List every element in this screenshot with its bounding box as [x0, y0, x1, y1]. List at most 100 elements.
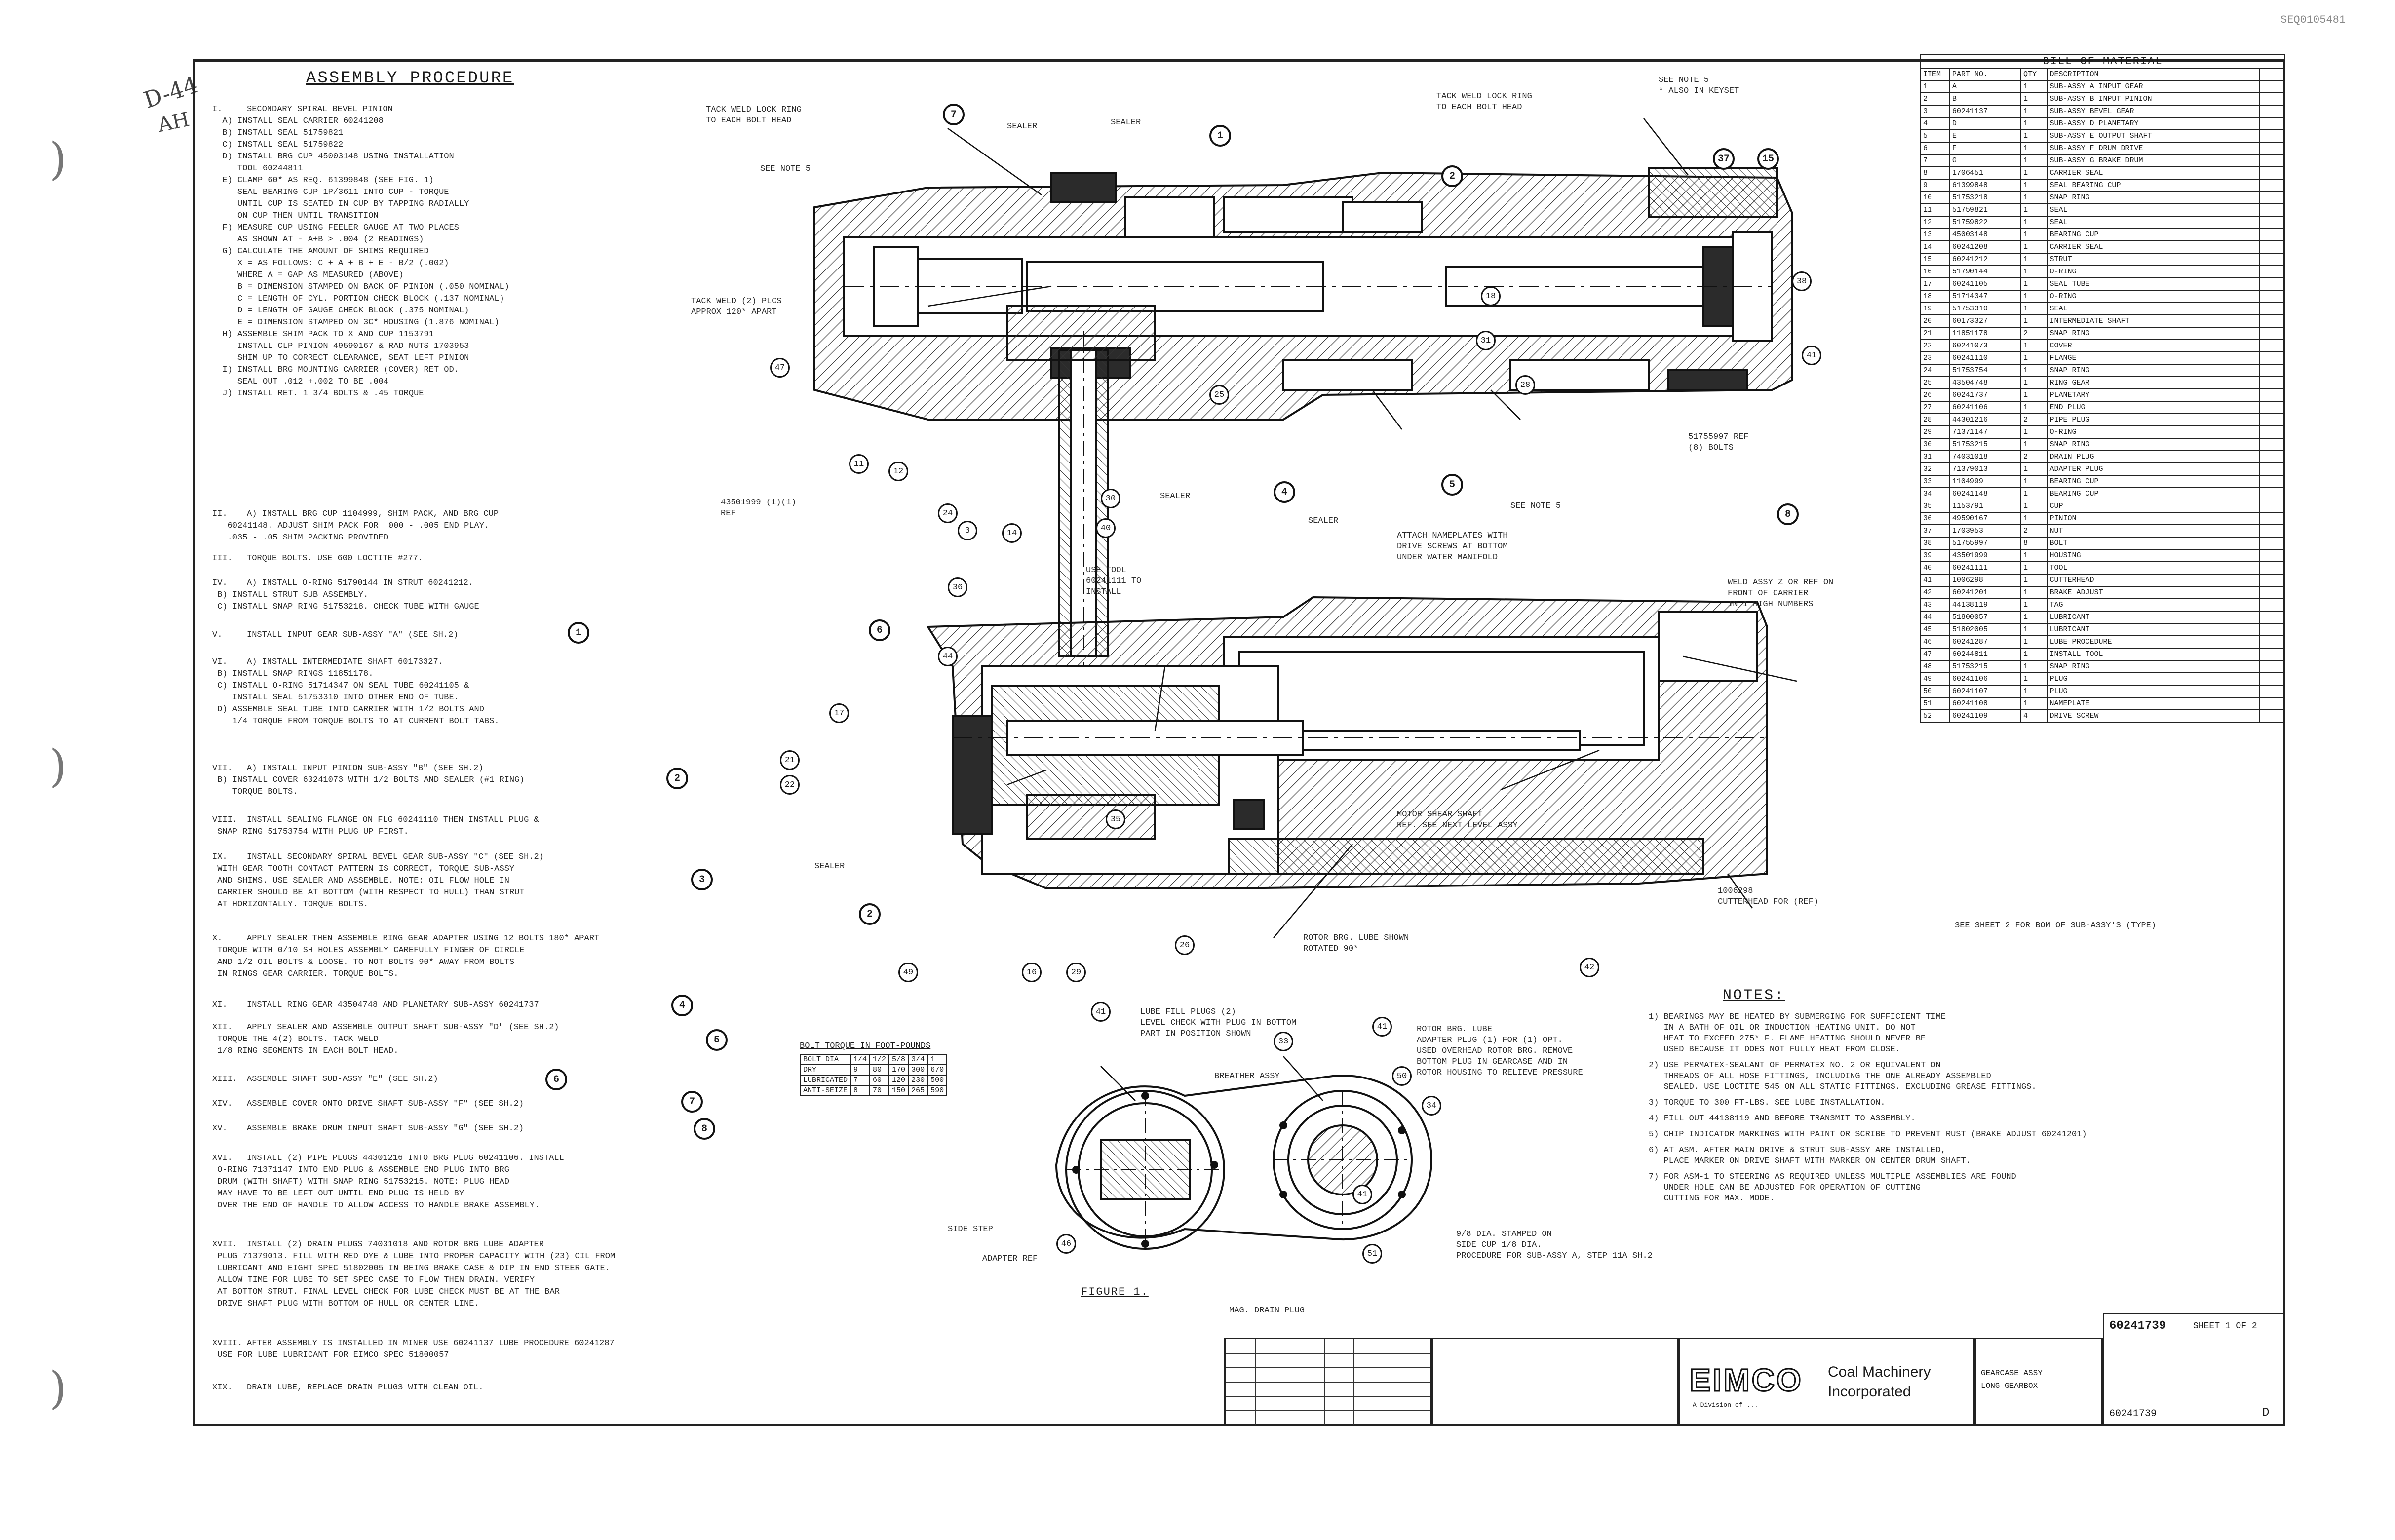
bom-cell: 3 — [1920, 105, 1950, 118]
bom-cell: SEAL TUBE — [2047, 277, 2260, 291]
step-19: XIX.DRAIN LUBE, REPLACE DRAIN PLUGS WITH… — [212, 1383, 484, 1392]
fig-callout: 41 — [1091, 1002, 1111, 1022]
bom-cell: STRUT — [2047, 253, 2260, 266]
bolt-torque-cell: 1 — [927, 1054, 948, 1065]
bom-cell: BRAKE ADJUST — [2047, 586, 2260, 599]
bom-cell: TOOL — [2047, 561, 2260, 575]
bom-cell: F — [1949, 142, 2022, 155]
bom-cell: 43501999 — [1949, 549, 2022, 562]
bom-cell: 1 — [2020, 487, 2048, 500]
bom-cell: DRAIN PLUG — [2047, 450, 2260, 463]
bom-cell: 4 — [1920, 117, 1950, 130]
bom-cell — [2259, 598, 2286, 612]
bom-cell: 44138119 — [1949, 598, 2022, 612]
note-item: 4) FILL OUT 44138119 AND BEFORE TRANSMIT… — [1649, 1114, 1916, 1123]
part-callout: 7 — [943, 104, 965, 125]
bom-cell: 1 — [2020, 117, 2048, 130]
step-16: XVI.INSTALL (2) PIPE PLUGS 44301216 INTO… — [212, 1154, 564, 1210]
bom-cell: 51 — [1920, 697, 1950, 710]
bom-cell: 60241108 — [1949, 697, 2022, 710]
bom-cell: 1 — [1920, 80, 1950, 93]
label-ref-part: 43501999 (1)(1) REF — [721, 498, 797, 518]
bom-cell — [2259, 500, 2286, 513]
bom-cell — [2259, 253, 2286, 266]
bom-cell: 10 — [1920, 191, 1950, 204]
bom-cell — [2259, 228, 2286, 241]
bom-cell: 1 — [2020, 598, 2048, 612]
bolt-torque-cell: 150 — [888, 1085, 909, 1096]
bolt-torque-cell: 60 — [869, 1075, 890, 1086]
label-see-note-5: SEE NOTE 5 — [760, 164, 811, 174]
bolt-torque-cell: 120 — [888, 1075, 909, 1086]
bom-cell: 17 — [1920, 277, 1950, 291]
label-sealer-1: SEALER — [1007, 122, 1038, 131]
bolt-torque-title: BOLT TORQUE IN FOOT-POUNDS — [800, 1041, 931, 1051]
part-callout: 5 — [1441, 474, 1463, 496]
bom-cell: 1 — [2020, 685, 2048, 698]
bom-cell: TAG — [2047, 598, 2260, 612]
bom-cell — [2259, 561, 2286, 575]
bom-cell — [2259, 339, 2286, 352]
bom-cell: 51802005 — [1949, 623, 2022, 636]
desc-line-2: LONG GEARBOX — [1981, 1382, 2038, 1390]
bom-cell: 47 — [1920, 648, 1950, 661]
label-weld-note: WELD ASSY Z OR REF ON FRONT OF CARRIER I… — [1728, 578, 1834, 609]
label-side-step: SIDE STEP — [948, 1225, 993, 1234]
bom-cell: 49590167 — [1949, 512, 2022, 525]
bom-cell: SEAL — [2047, 216, 2260, 229]
label-rotor-brg: ROTOR BRG. LUBE SHOWN ROTATED 90* — [1303, 933, 1409, 954]
bom-cell: 14 — [1920, 240, 1950, 254]
bom-cell: 1 — [2020, 388, 2048, 402]
note-item: 1) BEARINGS MAY BE HEATED BY SUBMERGING … — [1649, 1012, 1946, 1054]
label-sealer-3: SEALER — [1160, 492, 1191, 501]
label-sealer-4: SEALER — [1308, 516, 1339, 526]
bom-cell — [2259, 672, 2286, 686]
note-item: 5) CHIP INDICATOR MARKINGS WITH PAINT OR… — [1649, 1130, 2087, 1139]
part-callout: 24 — [938, 503, 958, 523]
bolt-torque-cell: 265 — [908, 1085, 928, 1096]
bom-cell: 1 — [2020, 80, 2048, 93]
step-13: XIII.ASSEMBLE SHAFT SUB-ASSY "E" (SEE SH… — [212, 1075, 438, 1084]
label-tack-weld-2: TACK WELD LOCK RING TO EACH BOLT HEAD — [1436, 92, 1532, 112]
label-see-note-5b: SEE NOTE 5 * ALSO IN KEYSET — [1659, 76, 1739, 96]
step-11: XI.INSTALL RING GEAR 43504748 AND PLANET… — [212, 1001, 539, 1010]
bom-cell: 1 — [2020, 512, 2048, 525]
bolt-torque-cell: 9 — [850, 1064, 871, 1076]
bom-cell: 1 — [2020, 277, 2048, 291]
doc-number: SEQ0105481 — [2280, 14, 2346, 26]
bom-cell: 2 — [2020, 524, 2048, 538]
bom-cell: 8 — [1920, 166, 1950, 180]
bom-cell: 1706451 — [1949, 166, 2022, 180]
bom-cell: 1 — [2020, 376, 2048, 389]
note-item: 6) AT ASM. AFTER MAIN DRIVE & STRUT SUB-… — [1649, 1146, 1971, 1166]
figure-1-drawing — [1055, 1056, 1433, 1250]
bom-cell: 2 — [2020, 327, 2048, 340]
bom-cell — [2259, 524, 2286, 538]
bom-cell: 1 — [2020, 228, 2048, 241]
bom-cell: SUB-ASSY E OUTPUT SHAFT — [2047, 129, 2260, 143]
bom-cell: PINION — [2047, 512, 2260, 525]
bom-cell: 1 — [2020, 574, 2048, 587]
bom-cell: 11 — [1920, 203, 1950, 217]
bom-cell: 2 — [2020, 413, 2048, 426]
title-line-1: Coal Machinery — [1828, 1364, 1931, 1380]
bom-cell: 60241110 — [1949, 351, 2022, 365]
part-callout: 41 — [1802, 346, 1821, 365]
desc-line-1: GEARCASE ASSY — [1981, 1369, 2043, 1378]
bom-cell — [2259, 154, 2286, 167]
part-callout: 35 — [1106, 809, 1125, 829]
bom-cell: 51790144 — [1949, 265, 2022, 278]
bom-cell: O-RING — [2047, 290, 2260, 303]
bolt-torque-cell: LUBRICATED — [799, 1075, 851, 1086]
bom-cell: BEARING CUP — [2047, 475, 2260, 488]
bolt-torque-cell: 230 — [908, 1075, 928, 1086]
